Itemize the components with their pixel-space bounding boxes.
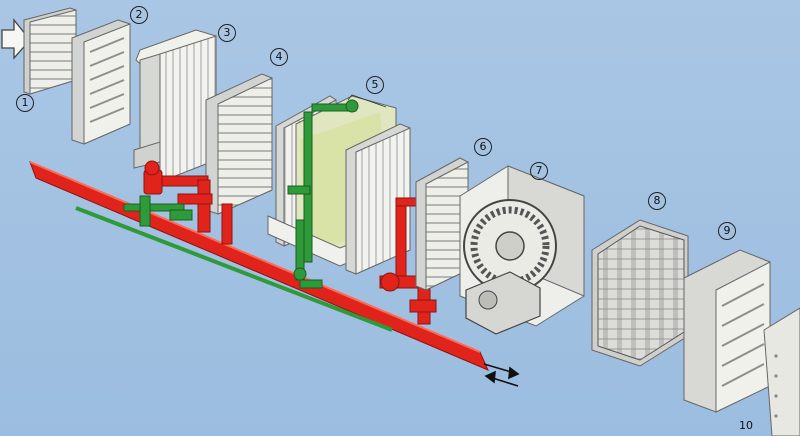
component-5-humidifier <box>267 95 411 289</box>
callout-5: 5 <box>366 76 384 94</box>
main-pipe-green <box>75 206 393 332</box>
valve-cluster-red-2 <box>379 197 437 325</box>
component-3-preheat-coil <box>133 29 217 183</box>
valve-cluster-red-1 <box>143 160 233 245</box>
callout-8: 8 <box>648 192 666 210</box>
component-2-prefilter <box>71 19 131 145</box>
callout-3: 3 <box>218 24 236 42</box>
callout-4: 4 <box>270 48 288 66</box>
component-8-bag-filter <box>591 219 689 367</box>
component-6-panel <box>415 157 469 291</box>
component-9-panel <box>683 249 771 413</box>
inlet-arrow-icon <box>1 18 31 60</box>
flow-arrows-icon <box>483 363 520 387</box>
component-7-fan <box>459 165 585 335</box>
callout-9: 9 <box>718 222 736 240</box>
callout-6: 6 <box>474 138 492 156</box>
component-10-outlet-damper <box>763 307 800 436</box>
component-4-filter-panel <box>205 73 273 215</box>
callout-1: 1 <box>16 94 34 112</box>
callout-2: 2 <box>130 6 148 24</box>
component-1-inlet-louver <box>23 7 77 95</box>
valve-cluster-green-1 <box>123 195 193 227</box>
callout-leaders <box>347 94 387 108</box>
callout-7: 7 <box>530 162 548 180</box>
callout-10: 10 <box>739 419 753 432</box>
